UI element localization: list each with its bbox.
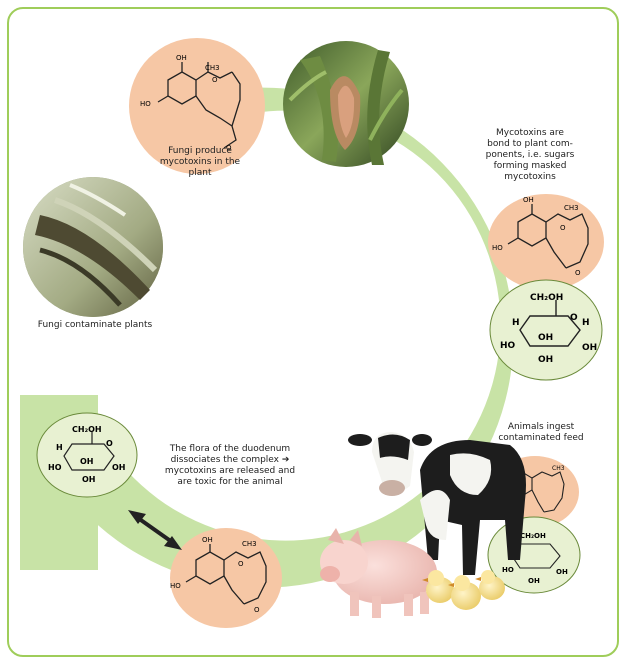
mol-right-o: O xyxy=(560,224,566,232)
mol-top-o: O xyxy=(212,76,218,84)
glucose-molecule-left: CH₂OH O H HO OH OH OH xyxy=(37,413,137,497)
mol-right-ho: HO xyxy=(492,244,503,252)
sugar-l-h: H xyxy=(56,443,63,452)
sugar-r-o: O xyxy=(570,313,578,323)
sugar-r-oh2: OH xyxy=(538,333,553,343)
label-animals-ingest: Animals ingest contaminated feed xyxy=(486,422,596,444)
sugar-r-h2: H xyxy=(582,318,590,328)
sugar-l-oh2: OH xyxy=(80,457,94,466)
sugar-l-oh3: OH xyxy=(82,475,96,484)
mol-right-oh: OH xyxy=(523,196,534,204)
mol-small-ch3: CH3 xyxy=(552,465,565,472)
mol-bottom-ch3: CH3 xyxy=(242,540,257,548)
mol-right-o-keto: O xyxy=(575,269,581,277)
sugar-r-oh1: OH xyxy=(582,343,597,353)
sugar-l-ch2oh: CH₂OH xyxy=(72,425,102,434)
sugar-r-oh3: OH xyxy=(538,355,553,365)
mol-bottom-oh: OH xyxy=(202,536,213,544)
glucose-molecule-right: CH₂OH O H H HO OH OH OH xyxy=(490,280,602,380)
pig-photo xyxy=(320,528,437,618)
sugar-s-oh2: OH xyxy=(528,577,540,585)
mol-bottom-ho: HO xyxy=(170,582,181,590)
label-masked-mycotoxins: Mycotoxins are bond to plant com- ponent… xyxy=(478,128,582,183)
sugar-l-oh1: OH xyxy=(112,463,126,472)
mol-top-ho: HO xyxy=(140,100,151,108)
sugar-s-ho: HO xyxy=(502,566,514,574)
sugar-s-ch2oh: CH₂OH xyxy=(520,532,546,540)
infected-corn-photo xyxy=(23,177,163,317)
label-fungi-produce: Fungi produce mycotoxins in the plant xyxy=(150,146,250,179)
mycotoxin-molecule-right: OH HO CH3 O O xyxy=(488,194,604,290)
sugar-r-ch2oh: CH₂OH xyxy=(530,293,563,303)
chicks-photo xyxy=(422,570,505,610)
mol-bottom-o-keto: O xyxy=(254,606,260,614)
mol-top-ch3: CH3 xyxy=(205,64,220,72)
label-flora-duodenum: The flora of the duodenum dissociates th… xyxy=(160,444,300,488)
sugar-r-ho: HO xyxy=(500,341,516,351)
sugar-s-oh: OH xyxy=(556,568,568,576)
mol-right-ch3: CH3 xyxy=(564,204,579,212)
corn-plant-photo xyxy=(283,41,409,167)
sugar-l-o: O xyxy=(106,439,113,448)
sugar-r-h1: H xyxy=(512,318,520,328)
mol-top-oh: OH xyxy=(176,54,187,62)
mycotoxin-molecule-bottom: OH HO CH3 O O xyxy=(170,528,282,628)
label-fungi-contaminate: Fungi contaminate plants xyxy=(30,320,160,331)
sugar-l-ho: HO xyxy=(48,463,62,472)
mol-bottom-o: O xyxy=(238,560,244,568)
